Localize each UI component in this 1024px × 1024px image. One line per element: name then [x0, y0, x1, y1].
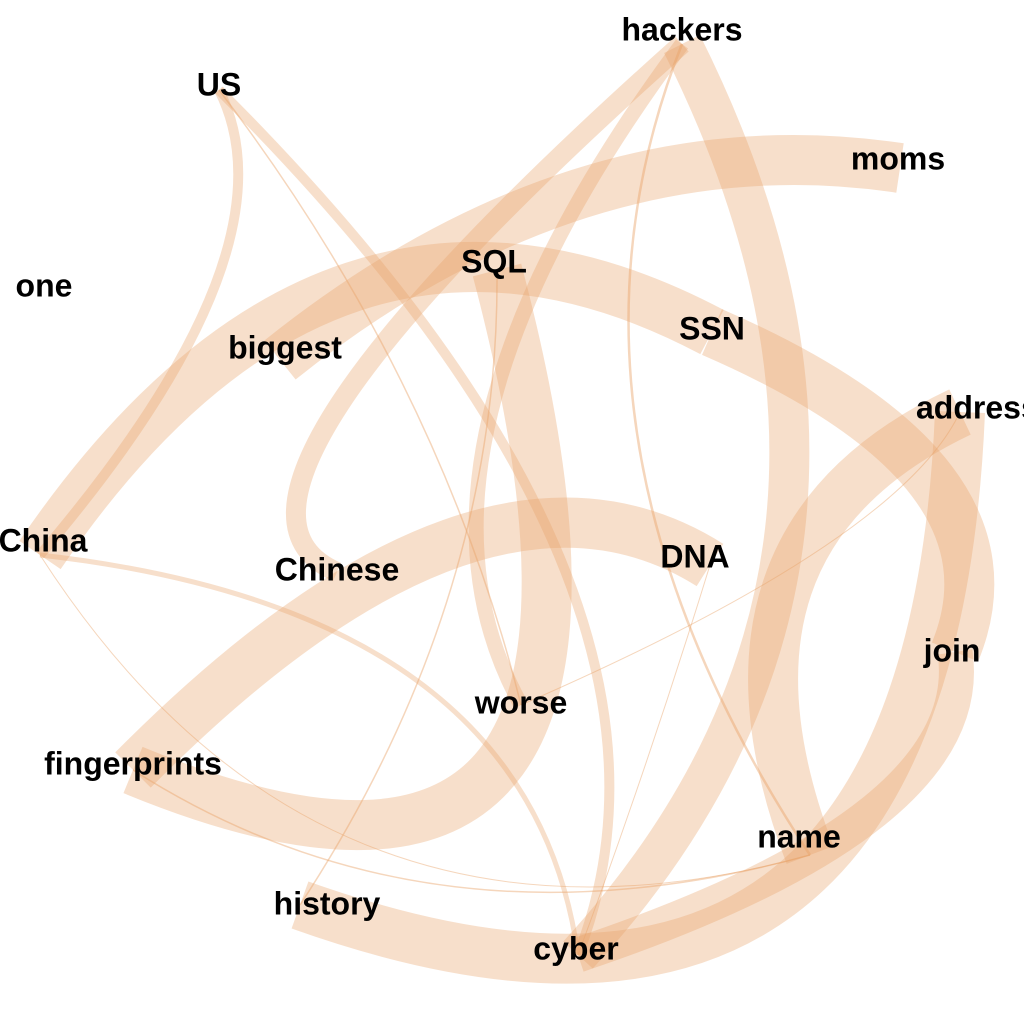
edge-biggest-moms	[264, 135, 904, 380]
edge-ssn-join	[702, 309, 995, 662]
node-label-China[interactable]: China	[0, 522, 88, 558]
labels-layer: hackers US moms SQL one biggest SSN addr…	[0, 11, 1024, 966]
edge-us-cyber	[215, 86, 615, 957]
edge-us-china	[36, 87, 244, 559]
node-label-moms[interactable]: moms	[851, 140, 945, 176]
edge-name-address	[748, 389, 971, 864]
edge-history-sql	[299, 269, 498, 906]
node-label-hackers[interactable]: hackers	[622, 11, 743, 47]
edges-layer	[19, 35, 995, 984]
edge-us-worse	[218, 89, 522, 706]
node-label-join[interactable]: join	[923, 632, 981, 668]
node-label-name[interactable]: name	[757, 818, 841, 854]
edge-china-cyber	[39, 552, 581, 956]
edge-china-name	[39, 554, 811, 888]
node-label-history[interactable]: history	[274, 885, 381, 921]
node-label-Chinese[interactable]: Chinese	[275, 551, 399, 587]
edge-worse-address	[520, 411, 961, 706]
edge-fingerprints-dna	[115, 497, 724, 788]
node-label-address[interactable]: address	[916, 389, 1024, 425]
edge-china-ssn	[19, 242, 724, 570]
edge-hackers-worse	[468, 39, 689, 709]
edge-dna-cyber	[577, 564, 711, 956]
edge-hackers-cyber	[563, 35, 810, 969]
node-label-cyber[interactable]: cyber	[533, 930, 618, 966]
node-label-worse[interactable]: worse	[474, 684, 567, 720]
node-label-US[interactable]: US	[197, 66, 241, 102]
edge-cyber-join	[572, 649, 974, 972]
node-label-fingerprints[interactable]: fingerprints	[44, 745, 222, 781]
edge-hackers-chinese	[285, 36, 689, 582]
edge-fingerprints-sql	[123, 263, 572, 851]
node-label-biggest[interactable]: biggest	[228, 329, 342, 365]
node-label-SSN[interactable]: SSN	[679, 310, 745, 346]
node-label-DNA[interactable]: DNA	[660, 538, 729, 574]
edge-fingerprints-name	[132, 769, 811, 894]
node-label-SQL[interactable]: SQL	[461, 243, 527, 279]
edge-name-hackers	[627, 43, 812, 856]
node-label-one[interactable]: one	[16, 267, 73, 303]
edge-history-address	[291, 410, 985, 984]
